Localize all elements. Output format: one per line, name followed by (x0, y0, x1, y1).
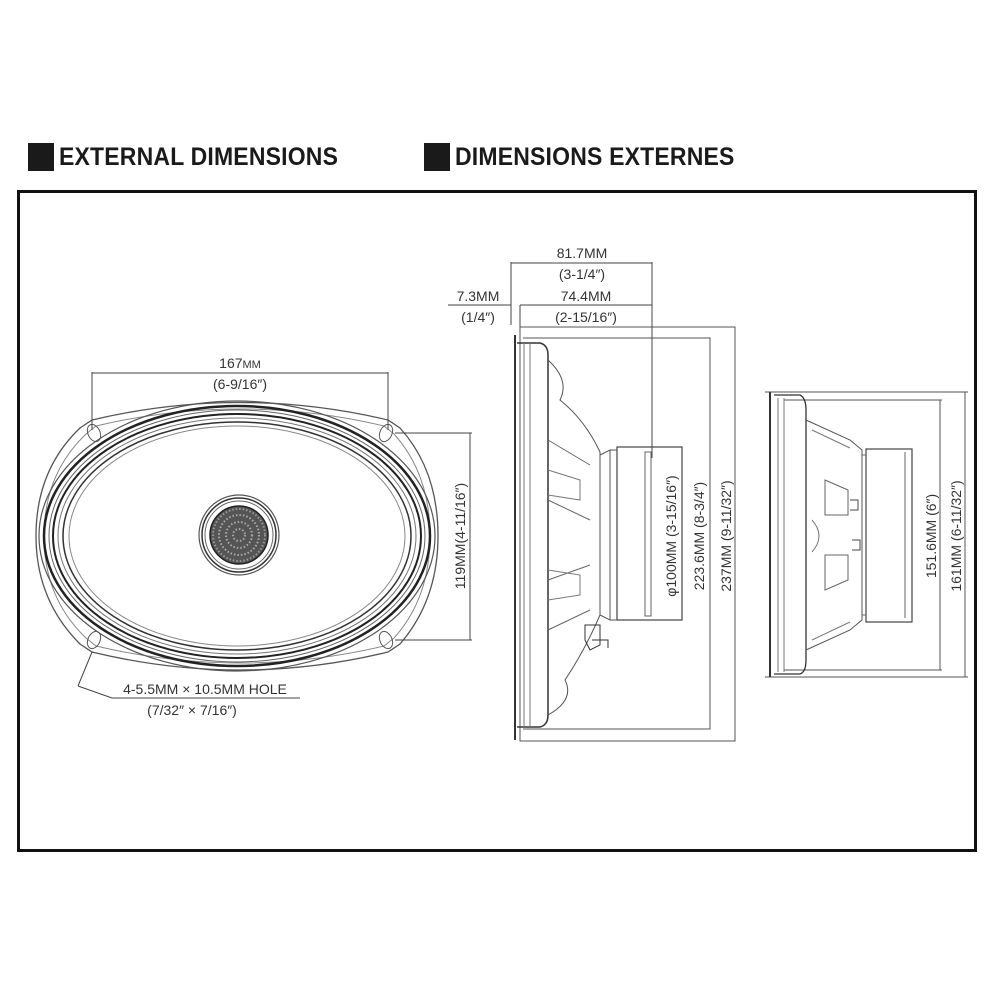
end-cutout-width-label: 151.6MM (6″) (923, 494, 939, 578)
flange-thickness-inches: (1/4″) (461, 309, 495, 325)
end-view-speaker (765, 391, 968, 678)
overall-depth-label: 81.7MM (557, 245, 608, 261)
cutout-length-label: 223.6MM (8-3/4″) (691, 482, 707, 590)
black-square-icon (424, 143, 450, 171)
heading-dimensions-externes: DIMENSIONS EXTERNES (424, 142, 759, 172)
flange-thickness-label: 7.3MM (457, 288, 500, 304)
front-height-label: 119MM(4-11/16″) (452, 483, 468, 589)
front-width-label: 167MM (219, 355, 261, 371)
magnet-diameter-label: φ100MM (3-15/16″) (663, 475, 679, 596)
mounting-depth-inches: (2-15/16″) (555, 309, 617, 325)
overall-length-label: 237MM (9-11/32″) (718, 480, 734, 591)
front-view-speaker (35, 372, 472, 699)
heading-external-dimensions: EXTERNAL DIMENSIONS (28, 142, 362, 172)
mounting-depth-label: 74.4MM (561, 288, 612, 304)
front-width-inches: (6-9/16″) (213, 376, 267, 392)
side-view-speaker (448, 262, 736, 742)
diagram-frame (17, 190, 977, 852)
heading-label: DIMENSIONS EXTERNES (455, 142, 735, 171)
mounting-hole-inches: (7/32″ × 7/16″) (147, 702, 237, 718)
mounting-hole (86, 423, 394, 650)
heading-label: EXTERNAL DIMENSIONS (59, 142, 339, 171)
black-square-icon (28, 143, 54, 171)
end-overall-width-label: 161MM (6-11/32″) (948, 480, 964, 591)
overall-depth-inches: (3-1/4″) (559, 266, 605, 282)
mounting-hole-label: 4-5.5MM × 10.5MM HOLE (123, 681, 287, 697)
tweeter (198, 494, 280, 576)
